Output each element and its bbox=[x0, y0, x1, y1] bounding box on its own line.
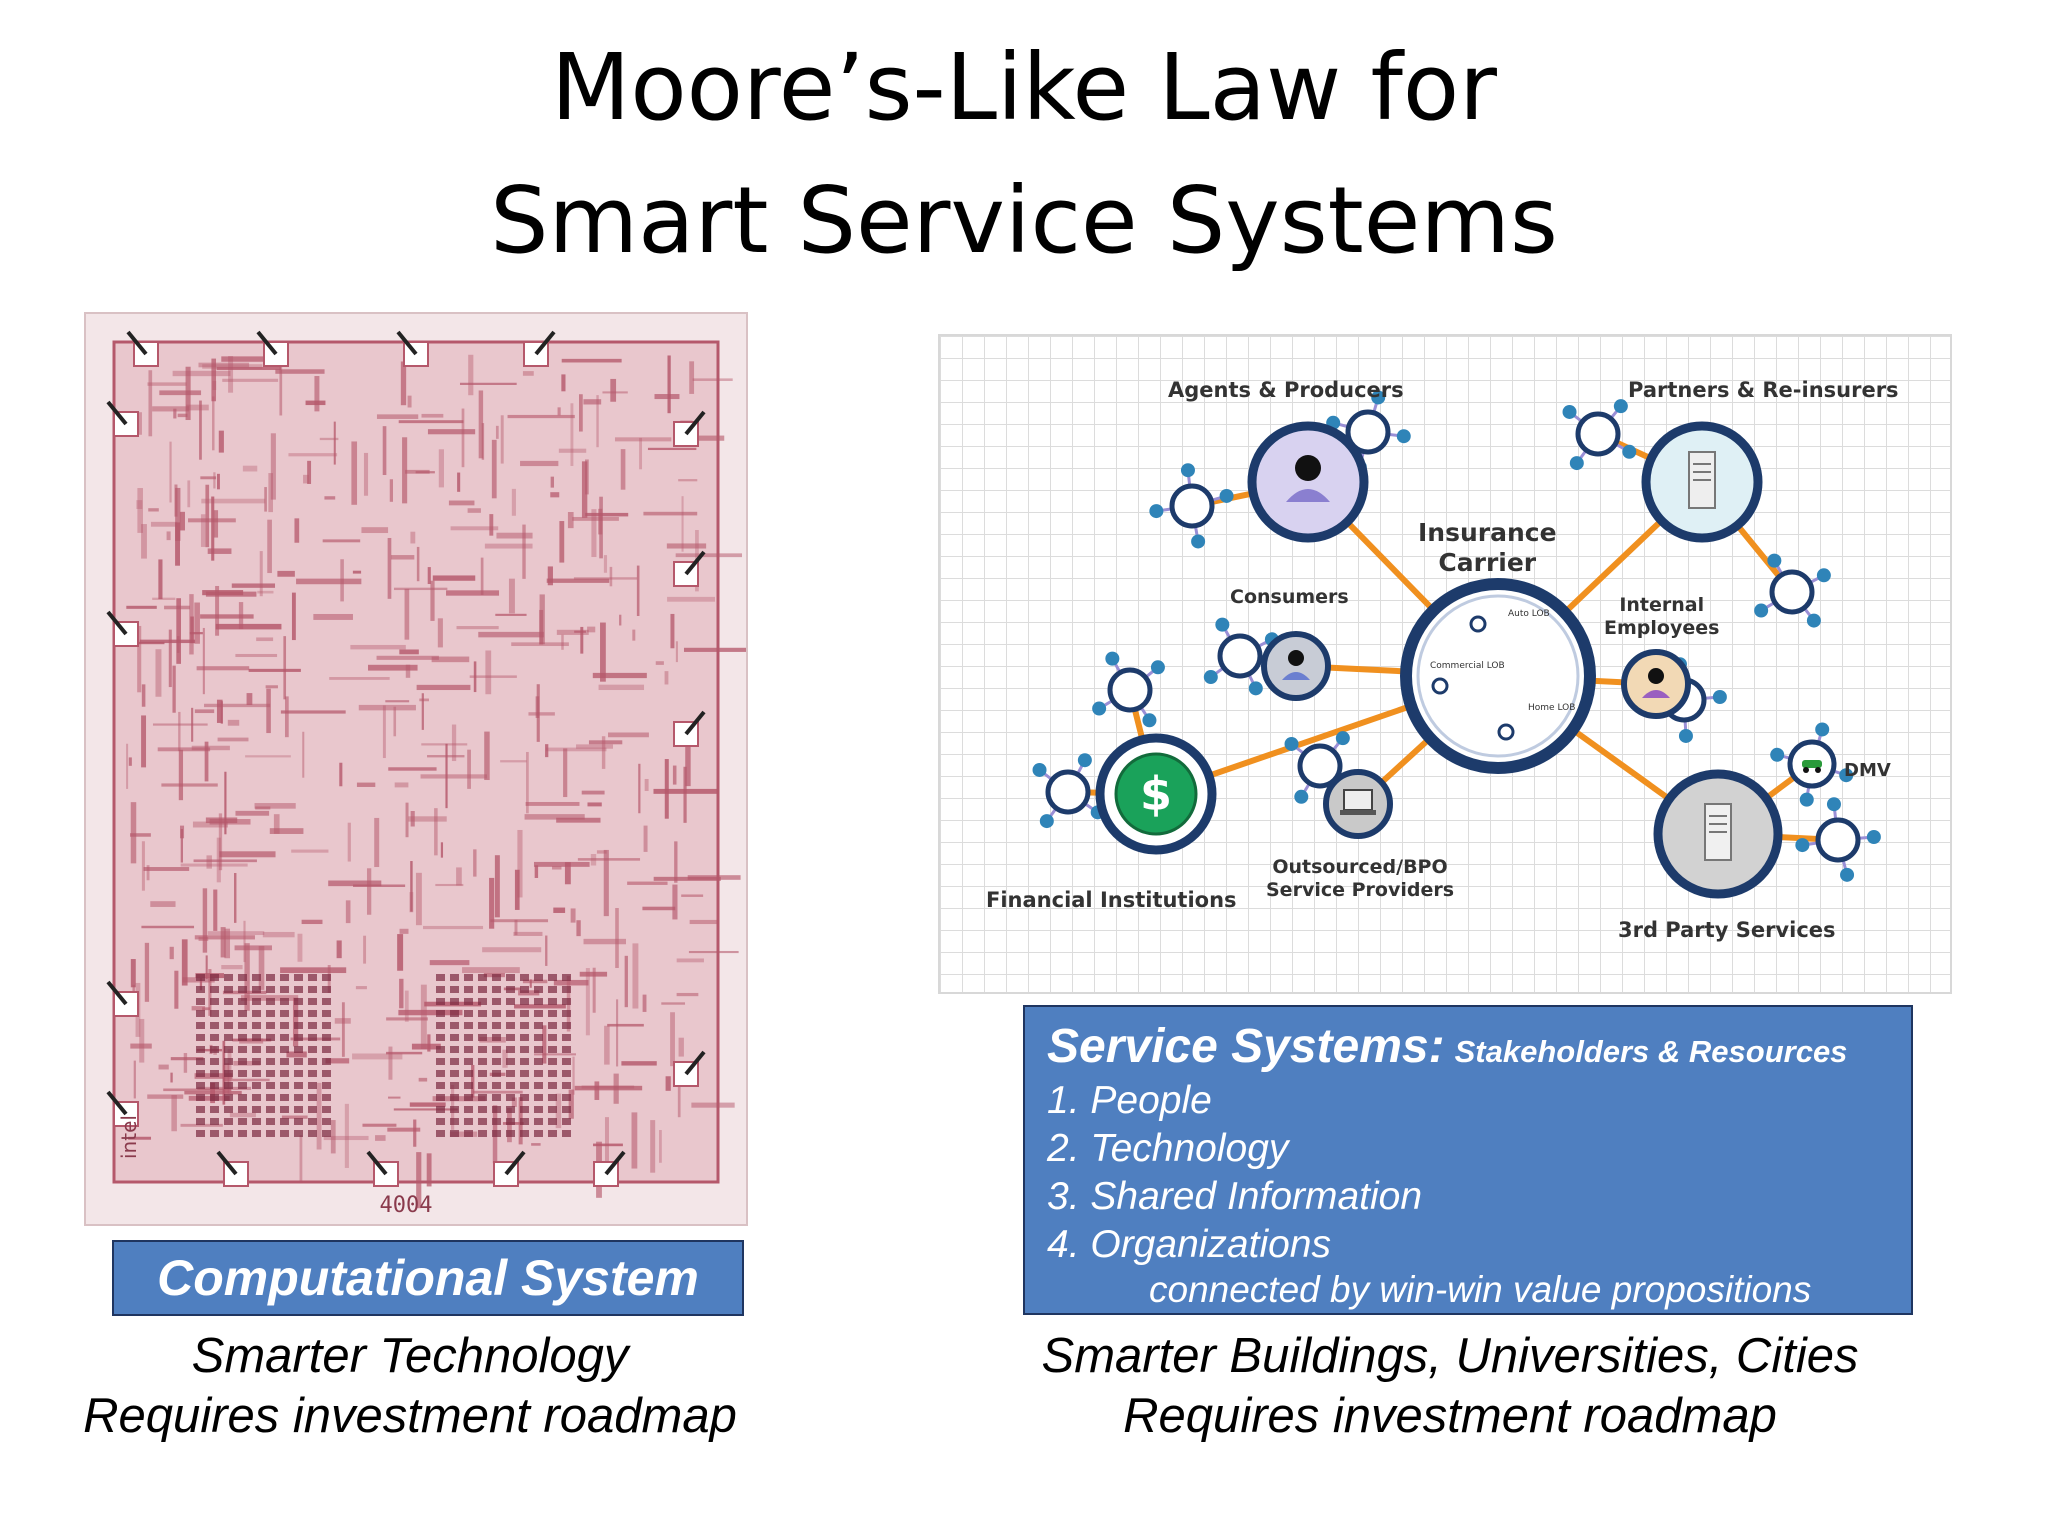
insurance-carrier-node: Auto LOB Commercial LOB Home LOB bbox=[1400, 578, 1596, 774]
agents-producers-node bbox=[1247, 421, 1369, 543]
satellite-dot bbox=[1569, 456, 1584, 471]
label-insurance-carrier: Insurance Carrier bbox=[1418, 518, 1557, 577]
satellite-dot bbox=[1335, 731, 1350, 746]
satellite-dot bbox=[1149, 504, 1164, 519]
dmv-node bbox=[1787, 739, 1837, 789]
satellite-dot bbox=[1840, 867, 1855, 882]
left-caption-line-1: Smarter Technology bbox=[191, 1329, 629, 1383]
left-caption-line-2: Requires investment roadmap bbox=[83, 1389, 737, 1443]
service-item-people: 1. People bbox=[1047, 1079, 1212, 1122]
label-financial-institutions: Financial Institutions bbox=[986, 888, 1237, 912]
slide-title-line-1: Moore’s-Like Law for bbox=[550, 34, 1497, 141]
label-agents-producers: Agents & Producers bbox=[1168, 378, 1404, 402]
satellite-hub bbox=[1297, 743, 1343, 789]
satellite-hub bbox=[1345, 409, 1391, 455]
satellite-dot bbox=[1219, 488, 1234, 503]
svg-text:$: $ bbox=[1140, 767, 1172, 821]
satellite-dot bbox=[1191, 534, 1206, 549]
satellite-dot bbox=[1092, 701, 1107, 716]
satellite-dot bbox=[1767, 553, 1782, 568]
person-icon bbox=[1288, 650, 1304, 666]
satellite-dot bbox=[1077, 753, 1092, 768]
service-item-technology: 2. Technology bbox=[1047, 1127, 1289, 1170]
label-consumers: Consumers bbox=[1230, 586, 1349, 608]
satellite-dot bbox=[1806, 613, 1821, 628]
third-party-services-node bbox=[1653, 769, 1783, 899]
satellite-dot bbox=[1770, 747, 1785, 762]
slide-title-line-2: Smart Service Systems bbox=[490, 167, 1558, 274]
satellite-dot bbox=[1180, 463, 1195, 478]
satellite-hub bbox=[1107, 667, 1153, 713]
service-systems-box: Service Systems: Stakeholders & Resources… bbox=[1023, 1005, 1913, 1315]
financial-institutions-node: $ bbox=[1095, 733, 1217, 855]
satellite-dot bbox=[1816, 568, 1831, 583]
right-caption-line-2: Requires investment roadmap bbox=[1123, 1389, 1777, 1443]
satellite-dot bbox=[1815, 722, 1830, 737]
satellite-dot bbox=[1712, 690, 1727, 705]
service-item-shared-information: 3. Shared Information bbox=[1047, 1175, 1423, 1218]
computational-system-label: Computational System bbox=[112, 1240, 744, 1316]
service-systems-title: Service Systems: bbox=[1047, 1020, 1445, 1073]
satellite-hub bbox=[1575, 411, 1621, 457]
satellite-dot bbox=[1203, 670, 1218, 685]
satellite-dot bbox=[1284, 736, 1299, 751]
satellite-dot bbox=[1105, 651, 1120, 666]
service-systems-subtitle: Stakeholders & Resources bbox=[1454, 1034, 1848, 1069]
satellite-dot bbox=[1613, 399, 1628, 414]
satellite-dot bbox=[1866, 830, 1881, 845]
label-internal-employees: Internal Employees bbox=[1604, 594, 1720, 639]
outsourced-bpo-node bbox=[1323, 769, 1393, 839]
label-third-party-services: 3rd Party Services bbox=[1618, 918, 1836, 942]
right-caption-line-1: Smarter Buildings, Universities, Cities bbox=[1041, 1329, 1859, 1383]
satellite-dot bbox=[1839, 768, 1854, 783]
satellite-dot bbox=[1294, 789, 1309, 804]
satellite-dot bbox=[1039, 814, 1054, 829]
satellite-hub bbox=[1217, 633, 1263, 679]
satellite-dot bbox=[1795, 838, 1810, 853]
partners-reinsurers-node bbox=[1641, 421, 1763, 543]
service-item-organizations: 4. Organizations bbox=[1047, 1223, 1331, 1266]
internal-employees-node bbox=[1621, 649, 1691, 719]
satellite-dot bbox=[1799, 792, 1814, 807]
person-icon bbox=[1648, 668, 1664, 684]
carrier-lob-home: Home LOB bbox=[1528, 703, 1575, 713]
satellite-dot bbox=[1396, 429, 1411, 444]
satellite-hub bbox=[1769, 569, 1815, 615]
satellite-dot bbox=[1032, 762, 1047, 777]
satellite-dot bbox=[1150, 660, 1165, 675]
chip-marking: 4004 bbox=[380, 1193, 433, 1218]
satellite-dot bbox=[1371, 390, 1386, 405]
label-dmv: DMV bbox=[1844, 760, 1891, 781]
label-outsourced-bpo: Outsourced/BPO Service Providers bbox=[1266, 856, 1455, 901]
satellite-hub bbox=[1815, 817, 1861, 863]
satellite-dot bbox=[1248, 681, 1263, 696]
carrier-lob-auto: Auto LOB bbox=[1508, 609, 1550, 619]
satellite-hub bbox=[1045, 769, 1091, 815]
satellite-dot bbox=[1142, 713, 1157, 728]
satellite-hub bbox=[1169, 483, 1215, 529]
person-icon bbox=[1295, 455, 1321, 481]
satellite-dot bbox=[1622, 444, 1637, 459]
carrier-lob-commercial: Commercial LOB bbox=[1430, 661, 1505, 671]
label-partners-reinsurers: Partners & Re-insurers bbox=[1628, 378, 1899, 402]
satellite-dot bbox=[1215, 617, 1230, 632]
laptop-icon bbox=[1343, 789, 1373, 811]
chip-logo: intel bbox=[117, 1115, 141, 1159]
consumers-node bbox=[1261, 631, 1331, 701]
satellite-dot bbox=[1754, 603, 1769, 618]
service-connector-text: connected by win-win value propositions bbox=[1149, 1269, 1812, 1310]
microprocessor-die-image: 4004 intel bbox=[84, 312, 748, 1226]
satellite-dot bbox=[1562, 404, 1577, 419]
satellite-dot bbox=[1678, 728, 1693, 743]
dollar-icon bbox=[1114, 752, 1198, 836]
car-icon bbox=[1802, 760, 1822, 768]
satellite-dot bbox=[1826, 797, 1841, 812]
insurance-network-diagram: Auto LOB Commercial LOB Home LOB bbox=[938, 334, 1952, 994]
